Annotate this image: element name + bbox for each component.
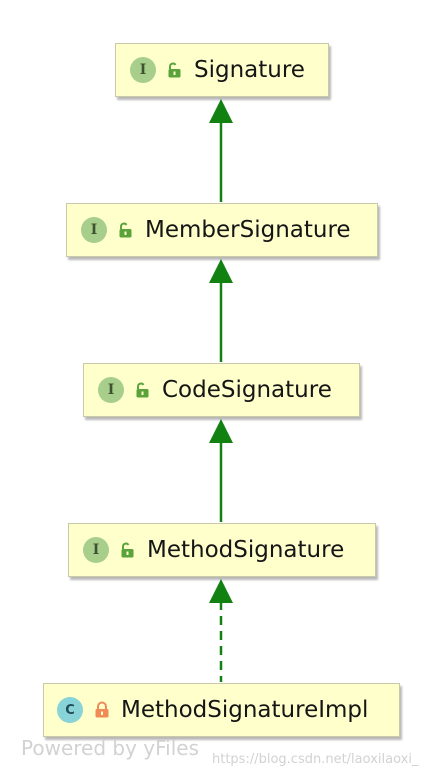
node-label: Signature	[194, 57, 305, 83]
public-lock-icon	[119, 222, 132, 238]
interface-icon: I	[81, 217, 107, 243]
arrow-head	[209, 259, 233, 283]
arrow-head	[209, 579, 233, 603]
arrow-head	[209, 419, 233, 443]
private-lock-icon	[95, 701, 109, 718]
arrow-head	[209, 99, 233, 123]
interface-icon: I	[98, 377, 124, 403]
node-label: MethodSignatureImpl	[121, 697, 369, 723]
yfiles-watermark: Powered by yFiles	[21, 736, 199, 760]
public-lock-icon	[136, 382, 149, 398]
blog-url-watermark: https://blog.csdn.net/laoxilaoxi_	[212, 752, 419, 767]
node-label: MethodSignature	[147, 537, 345, 563]
node-method-signature[interactable]: I MethodSignature	[68, 523, 376, 577]
node-label: CodeSignature	[162, 377, 332, 403]
public-lock-icon	[168, 62, 181, 78]
node-label: MemberSignature	[145, 217, 351, 243]
node-member-signature[interactable]: I MemberSignature	[66, 203, 378, 257]
class-icon: C	[57, 697, 83, 723]
interface-icon: I	[130, 57, 156, 83]
interface-icon: I	[83, 537, 109, 563]
arrow-member-signature-to-signature	[209, 99, 233, 202]
arrow-code-signature-to-member-signature	[209, 259, 233, 362]
arrow-method-signature-to-code-signature	[209, 419, 233, 522]
arrow-method-signature-impl-to-method-signature	[209, 579, 233, 682]
node-method-signature-impl[interactable]: C MethodSignatureImpl	[43, 683, 400, 737]
public-lock-icon	[121, 542, 134, 558]
node-code-signature[interactable]: I CodeSignature	[83, 363, 360, 417]
node-signature[interactable]: I Signature	[115, 43, 329, 97]
